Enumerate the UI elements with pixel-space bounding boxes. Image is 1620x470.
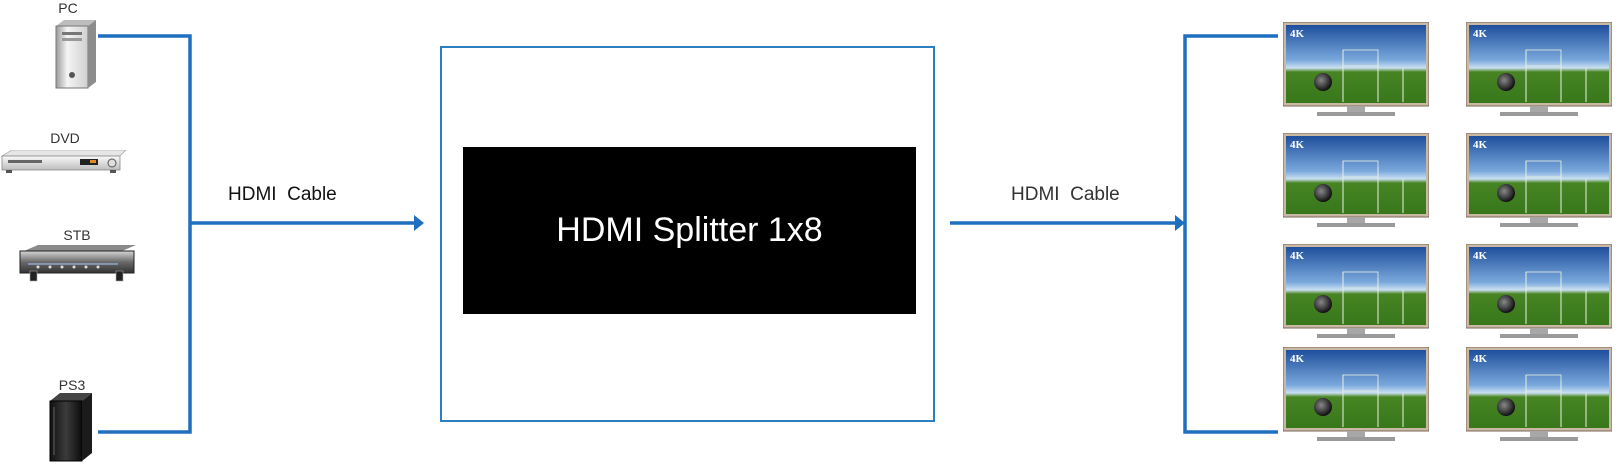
tv-icon-2: 4K: [1466, 22, 1612, 116]
right-bus: [950, 34, 1278, 434]
tv-badge: 4K: [1290, 28, 1305, 40]
left-bus-line: [98, 34, 192, 434]
tv-icon-1: 4K: [1283, 22, 1429, 116]
tv-icon-4: 4K: [1466, 133, 1612, 227]
left-bus: [98, 34, 415, 434]
source-label-ps3: PS3: [58, 377, 86, 393]
tv-icon-7: 4K: [1283, 347, 1429, 441]
left-arrowhead: [414, 215, 424, 231]
source-label-dvd: DVD: [50, 130, 80, 146]
tv-badge: 4K: [1473, 139, 1488, 151]
left-cable-label: HDMI Cable: [228, 184, 337, 205]
source-label-stb: STB: [63, 227, 91, 243]
source-label-pc: PC: [58, 0, 78, 16]
dvd-player-icon: [0, 150, 127, 173]
splitter-frame: [440, 46, 935, 422]
tv-badge: 4K: [1290, 353, 1305, 365]
right-arrowhead: [1175, 215, 1185, 231]
splitter-title: HDMI Splitter 1x8: [556, 211, 823, 249]
ps3-console-icon: [49, 393, 92, 462]
tv-icon-3: 4K: [1283, 133, 1429, 227]
tv-icon-6: 4K: [1466, 244, 1612, 338]
tv-badge: 4K: [1473, 28, 1488, 40]
right-cable-label: HDMI Cable: [1011, 184, 1120, 205]
tv-badge: 4K: [1473, 353, 1488, 365]
set-top-box-icon: [19, 245, 136, 282]
splitter-box: HDMI Splitter 1x8: [463, 147, 916, 314]
tv-badge: 4K: [1290, 139, 1305, 151]
tv-icon-5: 4K: [1283, 244, 1429, 338]
tv-badge: 4K: [1473, 250, 1488, 262]
right-bus-line: [1183, 34, 1278, 434]
tv-icon-8: 4K: [1466, 347, 1612, 441]
tv-badge: 4K: [1290, 250, 1305, 262]
pc-tower-icon: [55, 20, 96, 89]
